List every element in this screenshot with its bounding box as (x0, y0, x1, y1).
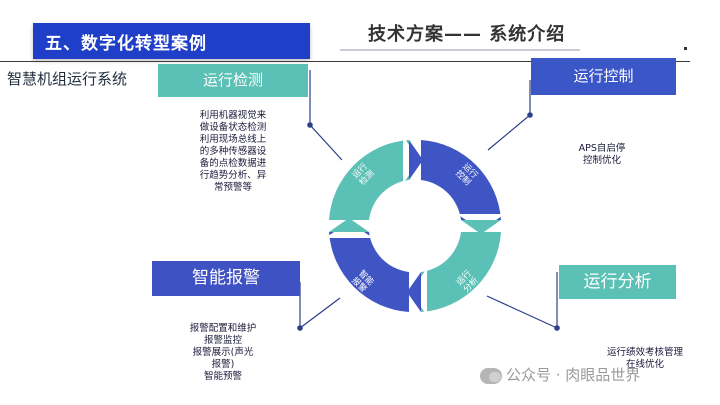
desc-line: 做设备状态检测 (199, 122, 267, 133)
desc-line: APS自启停 (578, 143, 626, 154)
module-control-description: APS自启停 控制优化 (562, 143, 642, 167)
arrow-left (329, 218, 369, 232)
connector-alarm (299, 282, 341, 330)
module-alarm-label: 智能报警 (152, 261, 300, 296)
arrow-top (409, 140, 423, 180)
desc-line: 常预警等 (213, 182, 252, 193)
section-banner: 五、数字化转型案例 (33, 23, 310, 59)
desc-line: 的多种传感器设 (199, 146, 267, 157)
desc-line: 控制优化 (582, 155, 621, 166)
desc-line: 备的点检数据进 (199, 158, 267, 169)
arrow-right (461, 220, 501, 234)
ring-segment-alarm (329, 232, 409, 312)
desc-line: 运行绩效考核管理 (606, 347, 683, 358)
watermark-text: 公众号 · 肉眼品世界 (506, 366, 641, 384)
module-monitor-description: 利用机器视觉来 做设备状态检测 利用现场总线上 的多种传感器设 备的点检数据进 … (193, 110, 273, 194)
title-underline (340, 49, 580, 51)
connector-control (487, 80, 531, 151)
watermark: 公众号 · 肉眼品世界 (480, 364, 640, 385)
desc-line: 报警) (211, 359, 235, 370)
module-analysis-description: 运行绩效考核管理 在线优化 (590, 347, 700, 371)
connector-analysis (486, 272, 558, 329)
desc-line: 报警监控 (203, 335, 242, 346)
ring-segment-monitor (329, 140, 409, 220)
desc-line: 报警配置和维护 (189, 323, 257, 334)
divider-end-mark (684, 47, 687, 50)
desc-line: 报警展示(声光 (192, 347, 254, 358)
desc-line: 利用机器视觉来 (199, 110, 267, 121)
wechat-icon (480, 367, 502, 384)
system-name: 智慧机组运行系统 (7, 70, 128, 88)
desc-line: 利用现场总线上 (199, 134, 267, 145)
ring-segment-control (421, 140, 501, 220)
desc-line: 智能预警 (203, 371, 242, 382)
desc-line: 在线优化 (625, 359, 664, 370)
slide-title: 技术方案—— 系统介绍 (368, 24, 566, 45)
module-monitor-label: 运行检测 (158, 64, 308, 97)
header-divider (0, 61, 690, 62)
module-alarm-description: 报警配置和维护 报警监控 报警展示(声光 报警) 智能预警 (178, 323, 268, 383)
module-analysis-label: 运行分析 (559, 265, 676, 299)
module-control-label: 运行控制 (531, 58, 676, 95)
desc-line: 行趋势分析、异 (199, 170, 267, 181)
ring-segment-analysis (421, 232, 501, 312)
section-title: 五、数字化转型案例 (45, 34, 207, 54)
connector-monitor (309, 70, 343, 161)
arrow-bottom (407, 272, 421, 312)
